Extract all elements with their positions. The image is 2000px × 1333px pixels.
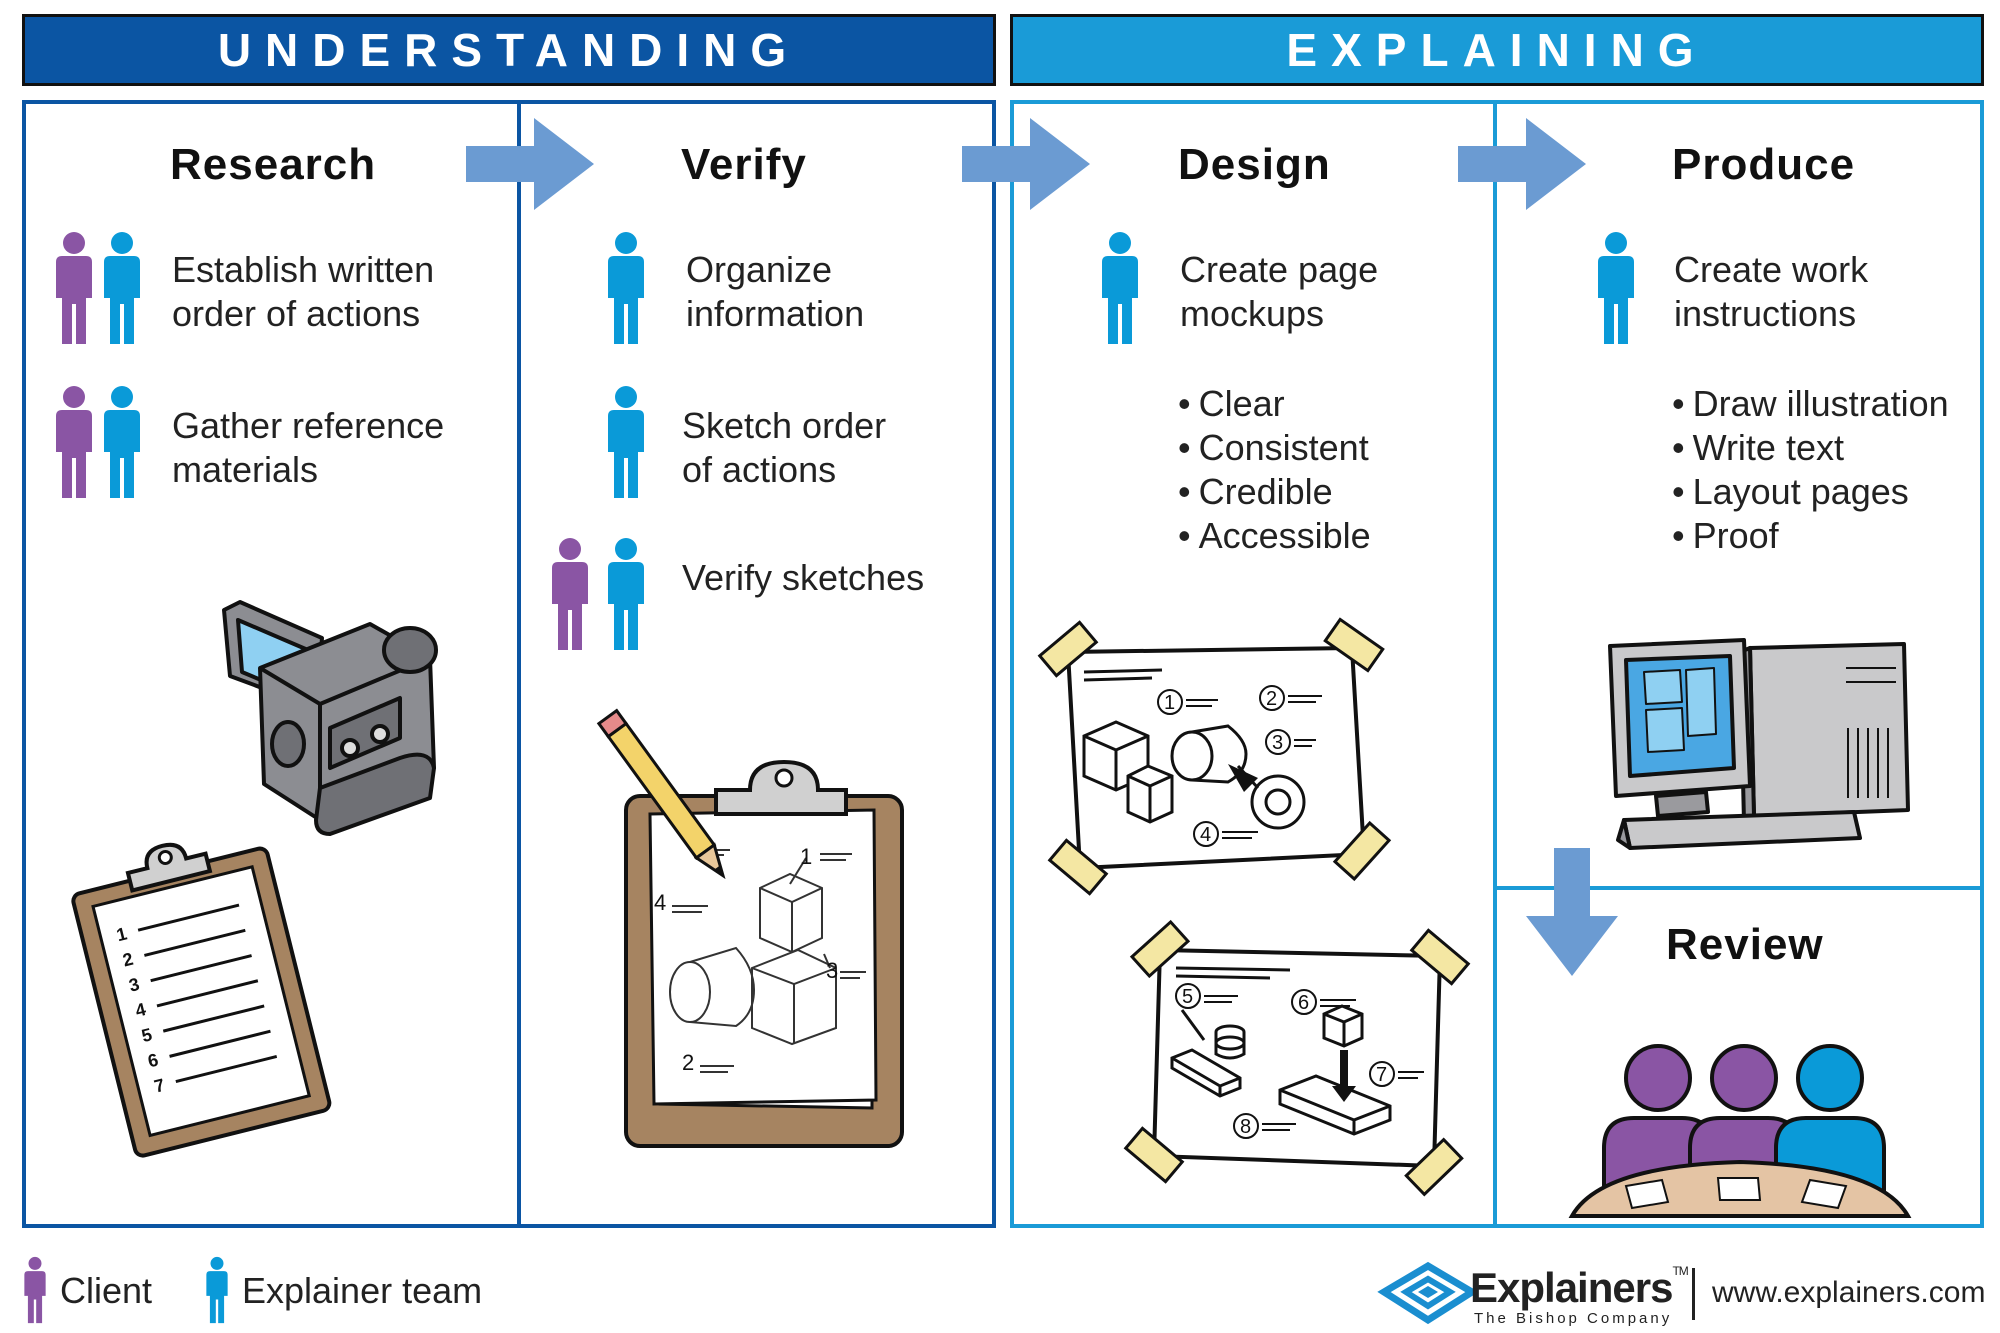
bullet-item: Clear xyxy=(1178,382,1371,426)
bullet-item: Credible xyxy=(1178,470,1371,514)
explaining-panel xyxy=(1010,100,1984,1228)
trademark-mark: TM xyxy=(1672,1264,1688,1278)
list-number: 7 xyxy=(152,1075,167,1097)
explaining-phase-header: EXPLAINING xyxy=(1010,14,1984,86)
legend-client-label: Client xyxy=(60,1270,153,1311)
step-title-review: Review xyxy=(1666,920,1824,969)
sketch-number: 4 xyxy=(654,890,666,915)
panel-divider xyxy=(1493,886,1984,890)
bullet-item: Consistent xyxy=(1178,426,1371,470)
explainer-person-icon xyxy=(604,386,648,498)
mockup-number: 4 xyxy=(1200,824,1211,846)
page-mockup-icon: 1 2 3 4 xyxy=(1037,617,1392,896)
footer-divider xyxy=(1692,1268,1695,1320)
video-camera-icon xyxy=(222,600,438,836)
client-person-icon xyxy=(548,538,592,650)
client-person-icon xyxy=(52,386,96,498)
explainer-person-icon xyxy=(100,232,144,344)
clipboard-list-icon: 1 2 3 4 5 6 7 xyxy=(71,842,332,1158)
arrow-right-icon xyxy=(962,118,1090,210)
produce-bullets: Draw illustration Write text Layout page… xyxy=(1672,382,1949,558)
understanding-phase-header: UNDERSTANDING xyxy=(22,14,996,86)
arrow-right-icon xyxy=(1458,118,1586,210)
verify-item: Organize information xyxy=(686,249,865,334)
step-title-design: Design xyxy=(1178,140,1331,189)
mockup-number: 7 xyxy=(1376,1064,1387,1086)
page-mockup-icon: 5 6 7 8 xyxy=(1123,919,1471,1197)
explainers-logo-icon xyxy=(1377,1261,1479,1325)
mockup-number: 8 xyxy=(1240,1116,1251,1138)
understanding-panel xyxy=(22,100,996,1228)
list-number: 3 xyxy=(127,974,142,996)
research-item: Establish written order of actions xyxy=(172,249,435,334)
sketch-number: 1 xyxy=(800,844,812,869)
bullet-item: Layout pages xyxy=(1672,470,1949,514)
list-number: 6 xyxy=(146,1050,161,1072)
produce-item: Create work instructions xyxy=(1674,249,1869,334)
bullet-item: Proof xyxy=(1672,514,1949,558)
arrow-down-icon xyxy=(1526,848,1618,976)
mockup-number: 3 xyxy=(1272,732,1283,754)
verify-item: Sketch order of actions xyxy=(682,405,887,490)
website-url[interactable]: www.explainers.com xyxy=(1712,1276,1986,1309)
explainer-person-icon xyxy=(1594,232,1638,344)
mockup-number: 2 xyxy=(1266,688,1277,710)
list-number: 2 xyxy=(121,949,136,971)
clipboard-sketch-icon: 1 2 3 4 xyxy=(596,708,904,1148)
research-item: Gather reference materials xyxy=(172,405,445,490)
panel-divider xyxy=(517,100,521,1228)
bullet-item: Accessible xyxy=(1178,514,1371,558)
mockup-number: 1 xyxy=(1164,692,1175,714)
computer-icon xyxy=(1608,638,1910,850)
panel-divider xyxy=(1493,100,1497,1228)
arrow-right-icon xyxy=(466,118,594,210)
list-number: 1 xyxy=(114,923,129,945)
step-title-research: Research xyxy=(170,140,377,189)
verify-item: Verify sketches xyxy=(682,557,925,598)
list-number: 5 xyxy=(139,1024,154,1046)
design-item: Create page mockups xyxy=(1180,249,1379,334)
bullet-item: Draw illustration xyxy=(1672,382,1949,426)
bullet-item: Write text xyxy=(1672,426,1949,470)
explainer-person-icon xyxy=(604,538,648,650)
brand-tagline: The Bishop Company xyxy=(1474,1310,1673,1327)
client-person-icon xyxy=(22,1256,48,1324)
sketch-number: 2 xyxy=(682,1050,694,1075)
explainer-person-icon xyxy=(1098,232,1142,344)
explainer-person-icon xyxy=(604,232,648,344)
sketch-number: 3 xyxy=(826,958,838,983)
legend-explainer-label: Explainer team xyxy=(242,1270,483,1311)
brand-name: ExplainersTM xyxy=(1470,1264,1689,1311)
explainer-person-icon xyxy=(204,1256,230,1324)
explainer-person-icon xyxy=(100,386,144,498)
step-title-verify: Verify xyxy=(681,140,807,189)
step-title-produce: Produce xyxy=(1672,140,1856,189)
list-number: 4 xyxy=(133,999,148,1021)
design-bullets: Clear Consistent Credible Accessible xyxy=(1178,382,1371,558)
mockup-number: 6 xyxy=(1298,992,1309,1014)
mockup-number: 5 xyxy=(1182,986,1193,1008)
review-meeting-icon xyxy=(1568,1044,1912,1218)
client-person-icon xyxy=(52,232,96,344)
